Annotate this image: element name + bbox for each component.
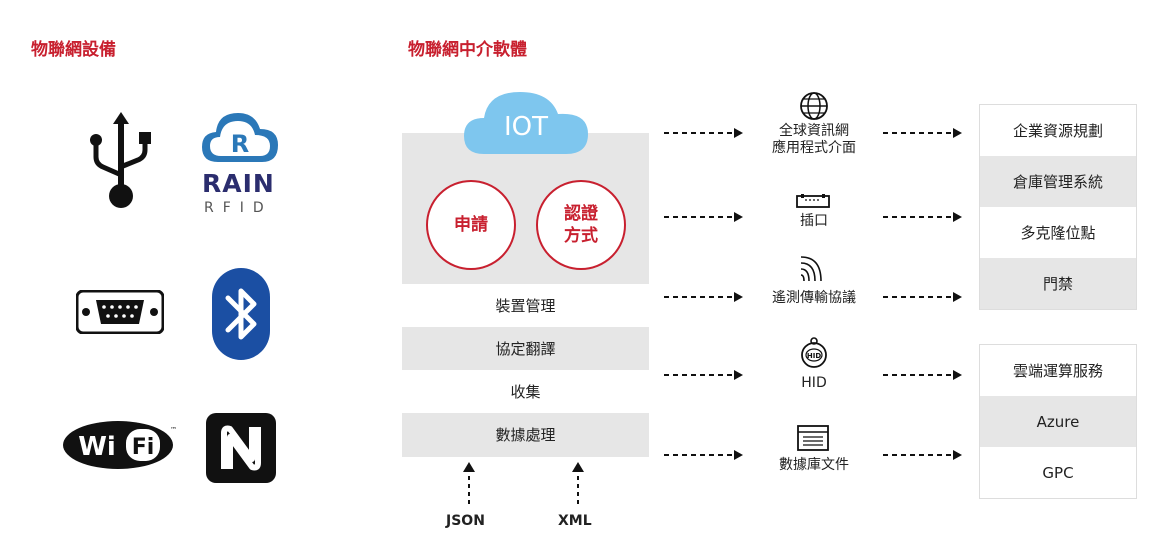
telemetry-label: 遙測傳輸協議: [772, 290, 856, 306]
iot-cloud-icon: [464, 92, 588, 154]
collection-row: 收集: [402, 370, 649, 413]
xml-label: XML: [558, 513, 592, 529]
web-api-line2: 應用程式介面: [772, 140, 856, 156]
enterprise-systems-panel: 企業資源規劃 倉庫管理系統 多克隆位點 門禁: [979, 104, 1137, 310]
port-label: 插口: [800, 213, 828, 229]
nfc-icon: [206, 413, 276, 483]
svg-text:Fi: Fi: [132, 435, 155, 460]
rfid-logo-text: RFID: [204, 200, 273, 216]
arrow-port-to-panel: [883, 212, 962, 222]
protocol-translation-row: 協定翻譯: [402, 327, 649, 370]
hid-tag-icon: HID: [801, 337, 827, 368]
web-api-label: 全球資訊網 應用程式介面: [754, 123, 874, 157]
erp-row: 企業資源規劃: [1012, 122, 1103, 140]
hid-label: HID: [801, 375, 827, 391]
wifi-logo-icon: Wi Fi ™: [63, 421, 177, 469]
gpc-row: GPC: [1042, 463, 1074, 482]
rain-logo-text: RAIN: [202, 169, 275, 198]
data-processing-row: 數據處理: [402, 413, 649, 456]
auth-method-circle: 認證 方式: [536, 180, 626, 270]
bluetooth-icon: [212, 268, 270, 360]
devices-heading: 物聯網設備: [31, 40, 116, 60]
iot-cloud-label: IOT: [503, 112, 548, 142]
port-socket-icon: [796, 194, 830, 208]
svg-text:Wi: Wi: [78, 432, 116, 462]
web-api-line1: 全球資訊網: [779, 123, 849, 139]
serial-port-icon: [76, 290, 164, 334]
arrow-to-telemetry: [664, 292, 743, 302]
arrow-to-hid: [664, 370, 743, 380]
wms-row: 倉庫管理系統: [980, 156, 1136, 207]
svg-text:HID: HID: [807, 352, 821, 360]
arrow-telemetry-to-panel: [883, 292, 962, 302]
svg-text:™: ™: [170, 426, 177, 434]
xml-up-arrow: [572, 462, 584, 506]
arrow-to-port: [664, 212, 743, 222]
globe-icon: [800, 92, 828, 120]
arrow-hid-to-cloud: [883, 370, 962, 380]
usb-icon: [90, 112, 151, 208]
svg-text:R: R: [231, 130, 249, 158]
apply-circle: 申請: [426, 180, 516, 270]
cloud-computing-row: 雲端運算服務: [1012, 362, 1103, 380]
database-document-icon: [797, 425, 829, 451]
telemetry-signal-icon: [800, 256, 822, 282]
auth-line2: 方式: [564, 226, 598, 246]
mcs-row: 多克隆位點: [1020, 224, 1096, 242]
arrow-to-web-api: [664, 128, 743, 138]
access-control-row: 門禁: [980, 258, 1136, 309]
database-label: 數據庫文件: [779, 457, 849, 473]
json-label: JSON: [446, 513, 485, 529]
cloud-services-panel: 雲端運算服務 Azure GPC: [979, 344, 1137, 499]
arrow-web-to-erp: [883, 128, 962, 138]
rain-cloud-icon: R: [202, 113, 278, 162]
middleware-heading: 物聯網中介軟體: [408, 40, 527, 60]
azure-row: Azure: [980, 396, 1136, 447]
arrow-database-to-cloud: [883, 450, 962, 460]
arrow-to-database: [664, 450, 743, 460]
device-management-row: 裝置管理: [402, 284, 649, 327]
apply-label: 申請: [454, 215, 488, 235]
json-up-arrow: [463, 462, 475, 506]
auth-line1: 認證: [564, 204, 598, 224]
